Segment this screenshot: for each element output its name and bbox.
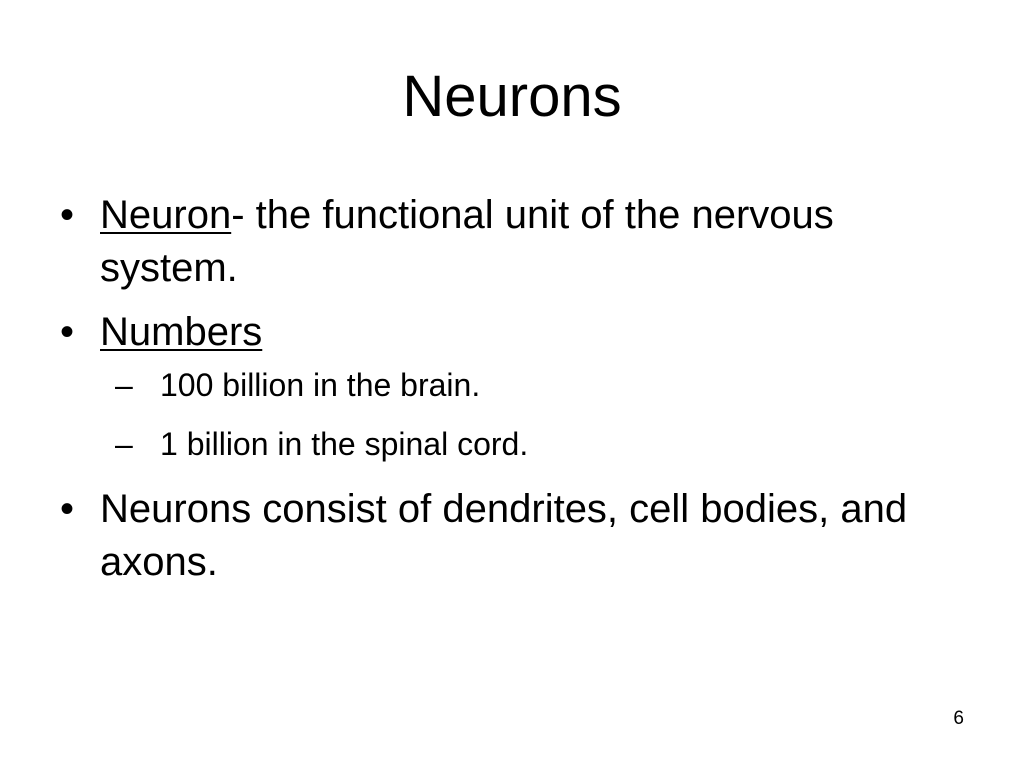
bullet-description: - the functional unit of the nervous sys…: [100, 193, 834, 290]
sub-bullet-item: – 1 billion in the spinal cord.: [115, 424, 960, 464]
sub-bullet-item: – 100 billion in the brain.: [115, 365, 960, 405]
slide-page-number: 6: [953, 708, 964, 729]
bullet-item: • Neuron- the functional unit of the ner…: [60, 189, 960, 295]
bullet-item: • Neurons consist of dendrites, cell bod…: [60, 483, 960, 589]
sub-bullet-text: 100 billion in the brain.: [160, 367, 481, 403]
sub-bullet-list: – 100 billion in the brain. – 1 billion …: [100, 365, 960, 464]
bullet-term: Neuron: [100, 193, 232, 237]
bullet-text: Numbers: [100, 310, 262, 354]
bullet-item: • Numbers – 100 billion in the brain. – …: [60, 306, 960, 464]
bullet-text: Neurons consist of dendrites, cell bodie…: [100, 487, 908, 584]
sub-bullet-marker: –: [115, 426, 133, 462]
bullet-list: • Neuron- the functional unit of the ner…: [60, 189, 960, 600]
bullet-term: Numbers: [100, 310, 263, 354]
bullet-marker: •: [60, 310, 75, 354]
bullet-text: Neuron- the functional unit of the nervo…: [100, 193, 834, 290]
slide-title: Neurons: [402, 64, 622, 129]
bullet-marker: •: [60, 193, 75, 237]
sub-bullet-text: 1 billion in the spinal cord.: [160, 426, 529, 462]
bullet-marker: •: [60, 487, 75, 531]
sub-bullet-marker: –: [115, 367, 133, 403]
